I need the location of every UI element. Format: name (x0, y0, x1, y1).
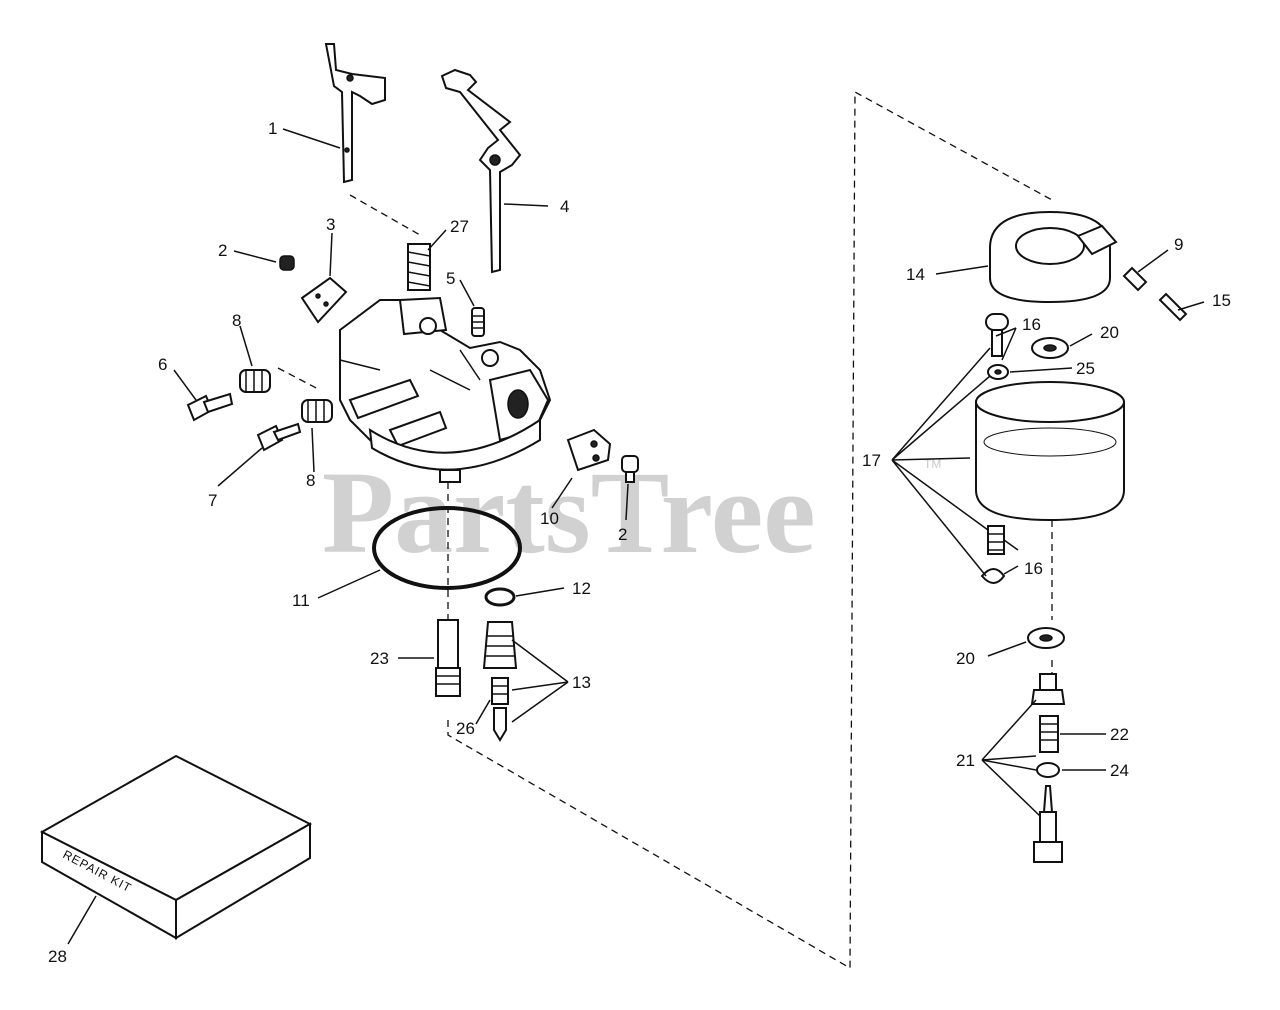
callout-27: 27 (450, 217, 469, 236)
float-part-14 (989, 210, 1118, 304)
callout-13: 13 (572, 673, 591, 692)
callout-8-upper: 8 (232, 311, 241, 330)
spring-part-8-lower (301, 399, 333, 423)
screw-part-5 (471, 307, 485, 337)
callout-22: 22 (1110, 725, 1129, 744)
callout-17: 17 (862, 451, 881, 470)
callout-28: 28 (48, 947, 67, 966)
clip-part-16-lower (980, 568, 1006, 584)
callout-12: 12 (572, 579, 591, 598)
repair-kit-part-28: REPAIR KIT (39, 754, 313, 940)
callout-3: 3 (326, 215, 335, 234)
pin-part-15 (1158, 292, 1188, 322)
choke-shaft-part-1 (324, 43, 386, 184)
spring-part-8-upper (239, 369, 271, 393)
callout-4: 4 (560, 197, 569, 216)
callout-14: 14 (906, 265, 925, 284)
callout-8-lower: 8 (306, 471, 315, 490)
callout-1: 1 (268, 119, 277, 138)
gasket-part-11 (372, 506, 522, 590)
callout-9: 9 (1174, 235, 1183, 254)
callout-16-lower: 16 (1024, 559, 1043, 578)
throttle-shaft-part-4 (440, 68, 522, 274)
callout-7: 7 (208, 491, 217, 510)
callout-25: 25 (1076, 359, 1095, 378)
needle-part-13 (493, 707, 507, 742)
callout-2: 2 (218, 241, 227, 260)
bowl-nut-part-21 (1030, 673, 1066, 705)
spring-part-9 (1122, 266, 1148, 292)
leader-lines (67, 128, 1205, 945)
spring-part-26 (491, 677, 509, 705)
callout-16-upper: 16 (1022, 315, 1041, 334)
callout-15: 15 (1212, 291, 1231, 310)
callout-5: 5 (446, 269, 455, 288)
oring-part-12 (484, 587, 516, 607)
washer-part-24 (1036, 762, 1060, 778)
inlet-seat-part-13 (482, 621, 518, 669)
callout-2-lower: 2 (618, 525, 627, 544)
callout-6: 6 (158, 355, 167, 374)
watermark-tm: TM (924, 457, 941, 471)
screw-part-2-upper (279, 255, 295, 271)
washer-part-20-lower (1027, 627, 1065, 649)
choke-plate-part-3 (300, 276, 348, 324)
callout-20-lower: 20 (956, 649, 975, 668)
float-bowl (975, 381, 1125, 522)
screw-part-6 (186, 392, 234, 422)
callout-21: 21 (956, 751, 975, 770)
spring-part-22 (1039, 715, 1059, 753)
callout-10: 10 (540, 509, 559, 528)
callout-20-upper: 20 (1100, 323, 1119, 342)
watermark: PartsTree (322, 447, 816, 578)
nozzle-part-23 (435, 619, 461, 697)
needle-part-21 (1033, 785, 1063, 863)
callout-24: 24 (1110, 761, 1129, 780)
washer-part-20-upper (1031, 337, 1069, 359)
needle-screw-part-7 (256, 422, 302, 452)
callout-labels: 1 2 3 27 4 5 8 6 7 8 10 2 11 12 13 23 26… (48, 119, 1231, 966)
callout-26: 26 (456, 719, 475, 738)
screw-part-2-lower (621, 455, 639, 483)
callout-11: 11 (292, 591, 310, 610)
spring-part-27 (407, 243, 431, 291)
carburetor-body (339, 296, 552, 483)
spring-part-16-lower (987, 525, 1005, 555)
washer-part-25 (987, 364, 1009, 380)
bracket-part-10 (566, 428, 612, 472)
bolt-part-16 (985, 313, 1009, 357)
callout-23: 23 (370, 649, 389, 668)
